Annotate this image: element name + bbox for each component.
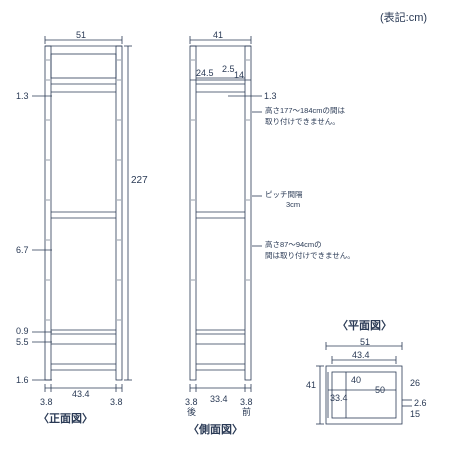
side-note2-line1: 高さ87～94cmの (265, 240, 322, 249)
plan-shelf-width: 50 (375, 385, 386, 395)
plan-depth-inner: 33.4 (330, 393, 348, 403)
front-width-label: 51 (76, 30, 87, 40)
front-post-left: 3.8 (40, 397, 53, 407)
front-caption: 〈正面図〉 (38, 413, 93, 425)
side-caption: 〈側面図〉 (188, 424, 243, 436)
side-note2-line2: 間は取り付けできません。 (265, 251, 355, 260)
side-note1-line1: 高さ177～184cmの間は (265, 106, 346, 115)
front-height-label: 227 (131, 175, 148, 186)
front-dim-c: 0.9 (16, 326, 29, 336)
side-inner-depth: 33.4 (210, 394, 228, 404)
side-depth-label: 41 (213, 30, 224, 40)
side-pitch-line2: 3cm (286, 200, 301, 209)
plan-r2: 2.6 (414, 398, 427, 408)
side-post-back: 3.8 (185, 397, 198, 407)
side-back-label: 後 (187, 407, 197, 417)
side-front-label: 前 (242, 407, 252, 417)
front-dim-e: 1.6 (16, 375, 29, 385)
plan-depth-outer: 41 (306, 380, 317, 390)
front-dim-a: 1.3 (16, 91, 29, 101)
side-pitch-line1: ピッチ間隔 (265, 190, 303, 199)
front-dim-b: 6.7 (16, 245, 29, 255)
front-post-right: 3.8 (110, 397, 123, 407)
unit-note: (表記:cm) (380, 12, 428, 24)
side-d3: 14 (234, 70, 245, 80)
front-dim-d: 5.5 (16, 337, 29, 347)
plan-r1: 26 (410, 378, 421, 388)
side-note1-line2: 取り付けできません。 (265, 117, 340, 126)
front-inner-width: 43.4 (72, 389, 90, 399)
side-d4: 1.3 (264, 91, 277, 101)
plan-caption: 〈平面図〉 (337, 320, 392, 332)
side-d1: 24.5 (196, 68, 214, 78)
plan-shelf-depth: 40 (351, 375, 362, 385)
side-post-front: 3.8 (240, 397, 253, 407)
plan-r3: 15 (410, 409, 421, 419)
side-d2: 2.5 (222, 64, 235, 74)
plan-width-outer: 51 (360, 337, 371, 347)
plan-width-inner: 43.4 (352, 350, 370, 360)
